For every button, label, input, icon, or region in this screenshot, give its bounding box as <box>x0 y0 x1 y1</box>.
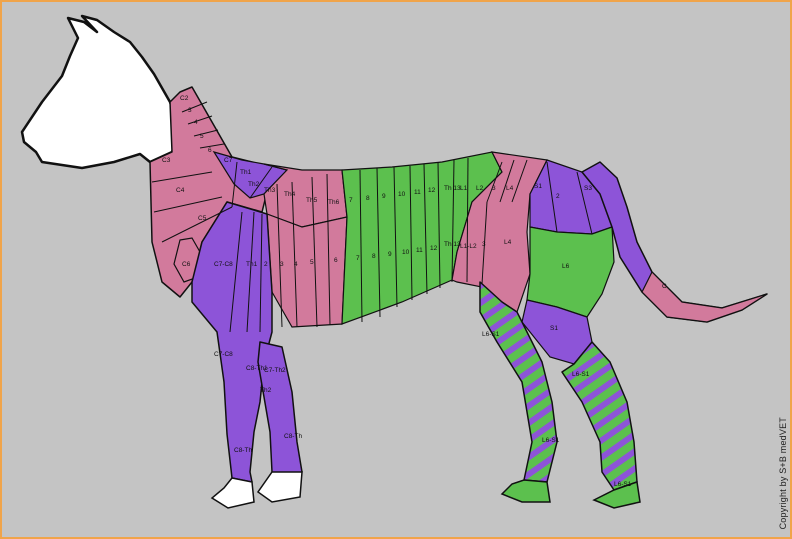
label-d11: 11 <box>414 189 421 196</box>
foot-hind-far <box>502 480 550 502</box>
head-outline <box>22 16 180 168</box>
label-c5n: 5 <box>200 133 204 140</box>
label-v11: 11 <box>416 247 423 254</box>
label-c3: C3 <box>162 157 171 164</box>
label-l3: 3 <box>492 185 496 192</box>
label-s1a: S1 <box>534 183 542 190</box>
label-v6: 6 <box>334 257 338 264</box>
label-v9: 9 <box>388 251 392 258</box>
label-s1b: S1 <box>550 325 558 332</box>
region-front-leg-far <box>258 342 302 477</box>
foot-front-far <box>258 472 302 502</box>
label-c7: C7 <box>224 157 233 164</box>
label-th13b: Th 13 <box>444 241 461 248</box>
foot-front-near <box>212 478 254 508</box>
label-l2: L2 <box>476 185 484 192</box>
label-v10: 10 <box>402 249 410 256</box>
label-l6s1a: L6-S1 <box>482 331 500 338</box>
label-d9: 9 <box>382 193 386 200</box>
label-th1a: Th1 <box>240 169 252 176</box>
label-d8: 8 <box>366 195 370 202</box>
label-v3: 3 <box>280 261 284 268</box>
label-c8thb: C8-Th <box>284 433 302 440</box>
label-c4n: 4 <box>194 119 198 126</box>
label-c7c8b: C7-C8 <box>214 351 233 358</box>
label-c7th2: C7-Th2 <box>264 367 286 374</box>
label-th5: Th5 <box>306 197 318 204</box>
label-l6: L6 <box>562 263 570 270</box>
label-d7: 7 <box>349 197 353 204</box>
label-l6s1b: L6-S1 <box>572 371 590 378</box>
label-l1: L1 <box>460 185 468 192</box>
label-d10: 10 <box>398 191 406 198</box>
region-tail-tip <box>642 272 767 322</box>
label-c6: C6 <box>182 261 191 268</box>
label-s2: 2 <box>556 193 560 200</box>
label-c2: C2 <box>180 95 189 102</box>
label-v5: 5 <box>310 259 314 266</box>
label-v3b: 3 <box>482 241 486 248</box>
label-th1b: Th1 <box>246 261 258 268</box>
label-l6s1d: L6-S1 <box>614 481 632 488</box>
label-v4: 4 <box>294 261 298 268</box>
label-d12: 12 <box>428 187 436 194</box>
label-th4: Th4 <box>284 191 296 198</box>
label-v2: 2 <box>264 261 268 268</box>
label-th3: Th3 <box>264 187 276 194</box>
label-l4b: L4 <box>504 239 512 246</box>
label-c4: C4 <box>176 187 185 194</box>
label-s3: S3 <box>584 185 592 192</box>
region-hind-leg-near <box>562 342 637 490</box>
label-th13: Th 13 <box>444 185 461 192</box>
label-l1l2: L1-L2 <box>460 243 477 250</box>
label-c7c8a: C7-C8 <box>214 261 233 268</box>
label-tail-c: C <box>662 283 667 290</box>
copyright-notice: Copyright by S+B medVET <box>778 417 788 529</box>
label-l4: L4 <box>506 185 514 192</box>
label-th6: Th6 <box>328 199 340 206</box>
label-c5: C5 <box>198 215 207 222</box>
label-th2: Th2 <box>248 181 260 188</box>
label-v12: 12 <box>430 245 438 252</box>
label-v7: 7 <box>356 255 360 262</box>
label-c3n: 3 <box>188 107 192 114</box>
label-th12: Th2 <box>260 387 272 394</box>
label-c6n: 6 <box>208 147 212 154</box>
label-v8: 8 <box>372 253 376 260</box>
label-l6s1c: L6-S1 <box>542 437 560 444</box>
label-c8tha: C8-Th <box>234 447 252 454</box>
